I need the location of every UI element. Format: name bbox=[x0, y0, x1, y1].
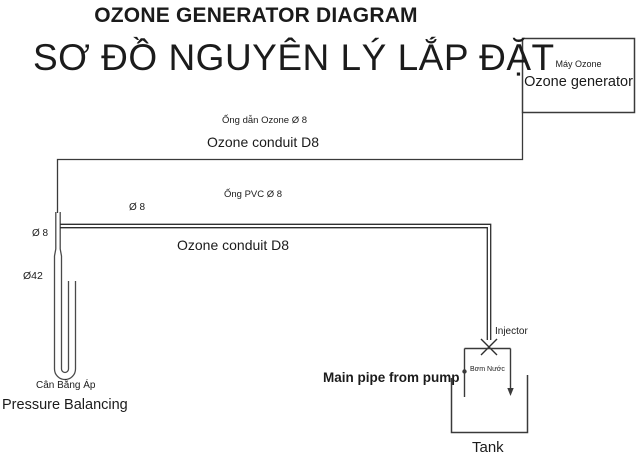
injector-valve-icon bbox=[480, 338, 498, 356]
ozone-generator-box bbox=[521, 37, 636, 114]
generator-box-label-vietnamese: Máy Ozone bbox=[555, 59, 602, 69]
diameter-8-label-mid: Ø 8 bbox=[129, 202, 146, 213]
u-tube-inner-wall bbox=[59, 212, 70, 374]
ozone-conduit-top-label-english: Ozone conduit D8 bbox=[207, 134, 320, 150]
diagram-title-english: OZONE GENERATOR DIAGRAM bbox=[94, 4, 418, 27]
ozone-pipe-outer-line bbox=[60, 223, 492, 340]
main-pipe-from-pump-label: Main pipe from pump bbox=[323, 370, 460, 385]
injector-label: Injector bbox=[495, 326, 528, 337]
ozone-conduit-mid-label-english: Ozone conduit D8 bbox=[177, 237, 290, 253]
u-tube-outer-wall bbox=[53, 212, 77, 381]
ozone-conduit-top-label-vietnamese: Ống dẫn Ozone Ø 8 bbox=[222, 115, 308, 126]
water-pump-label-vietnamese: Bơm Nước bbox=[470, 366, 505, 373]
pvc-pipe-label: Ống PVC Ø 8 bbox=[224, 189, 283, 200]
diameter-8-label-left: Ø 8 bbox=[32, 228, 49, 239]
ozone-pipe-inner-line bbox=[60, 227, 488, 340]
pump-connection-dot bbox=[462, 369, 467, 374]
ozone-conduit-line-top bbox=[56, 112, 524, 213]
diagram-title-vietnamese: SƠ ĐỒ NGUYÊN LÝ LẮP ĐẶT bbox=[33, 37, 555, 78]
pressure-balancing-label-vietnamese: Cân Bằng Áp bbox=[36, 380, 96, 391]
flow-arrow-down-icon bbox=[507, 388, 514, 396]
pressure-balancing-label-english: Pressure Balancing bbox=[2, 397, 128, 413]
diameter-42-label: Ø42 bbox=[23, 270, 43, 282]
generator-box-label-english: Ozone generator bbox=[524, 74, 633, 90]
tank-outline bbox=[450, 375, 529, 434]
tank-label: Tank bbox=[472, 439, 504, 456]
